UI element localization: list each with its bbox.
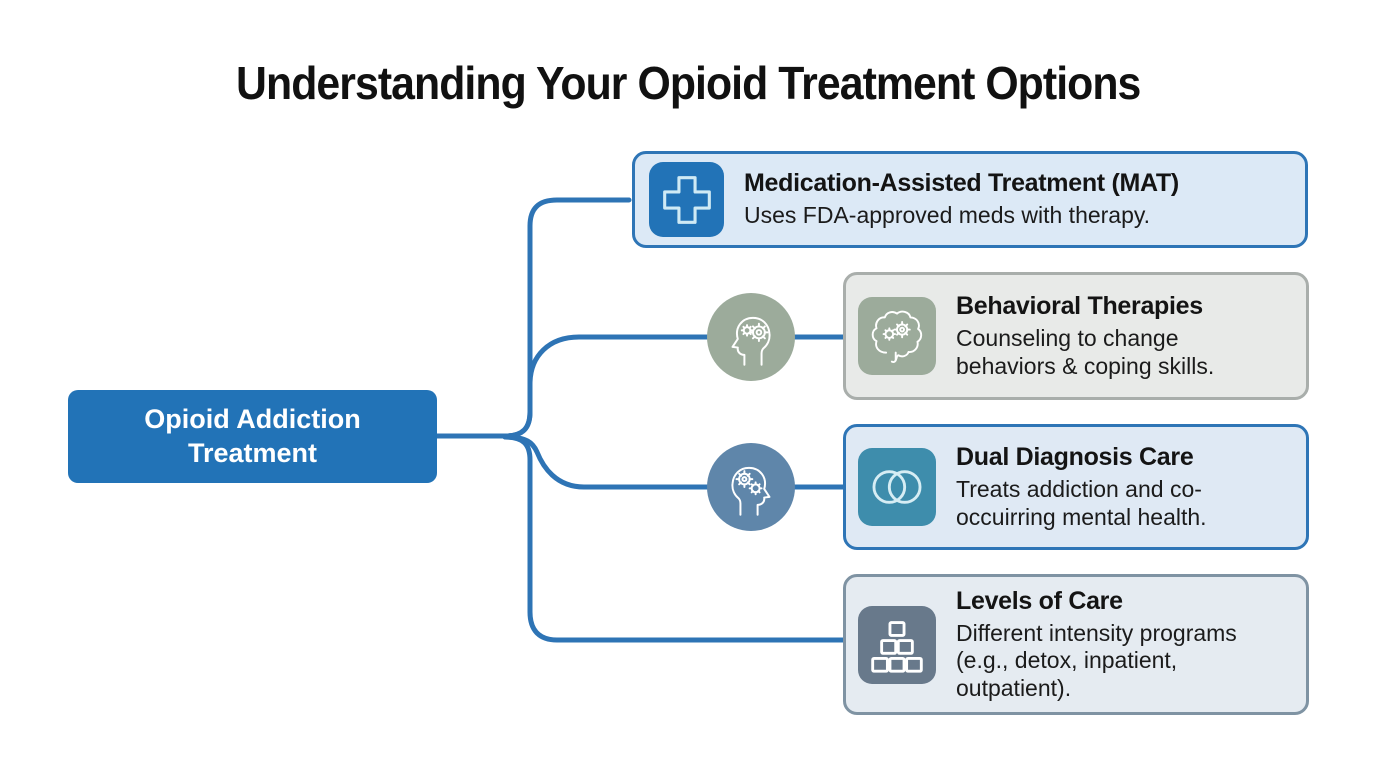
card-title: Behavioral Therapies [956,291,1203,320]
overlapping-circles-icon [872,470,922,504]
card-title: Dual Diagnosis Care [956,442,1194,471]
connector-branch-behavioral [502,334,848,439]
card-icon [858,297,936,375]
hierarchy-blocks-icon [871,620,923,673]
connector-node-behavioral [707,293,795,381]
root-node-opioid-addiction-treatment: Opioid Addiction Treatment [68,390,437,483]
card-description: Counseling to change behaviors & coping … [956,324,1215,379]
card-behavioral-therapies: Behavioral Therapies Counseling to chang… [843,272,1309,400]
card-medication-assisted-treatment: Medication-Assisted Treatment (MAT) Uses… [632,151,1308,248]
connector-node-dual-diagnosis [707,443,795,531]
connector-branch-mat [502,197,632,439]
card-description: Uses FDA-approved meds with therapy. [744,202,1151,229]
card-icon [858,605,936,684]
card-title: Medication-Assisted Treatment (MAT) [744,169,1179,198]
medical-cross-icon [662,175,711,224]
card-description: Treats addiction and co- occuirring ment… [956,475,1207,530]
card-icon [858,448,936,526]
card-title: Levels of Care [956,586,1123,615]
root-node-label: Opioid Addiction Treatment [144,403,361,468]
head-gears-icon [731,316,771,366]
page-title: Understanding Your Opioid Treatment Opti… [235,57,1141,109]
card-levels-of-care: Levels of Care Different intensity progr… [843,574,1309,715]
card-dual-diagnosis-care: Dual Diagnosis Care Treats addiction and… [843,424,1309,550]
card-description: Different intensity programs (e.g., deto… [956,619,1237,701]
head-gears-icon [731,466,771,516]
connector-branch-levels [502,434,848,643]
brain-gears-icon [871,310,923,364]
card-icon [649,162,724,237]
